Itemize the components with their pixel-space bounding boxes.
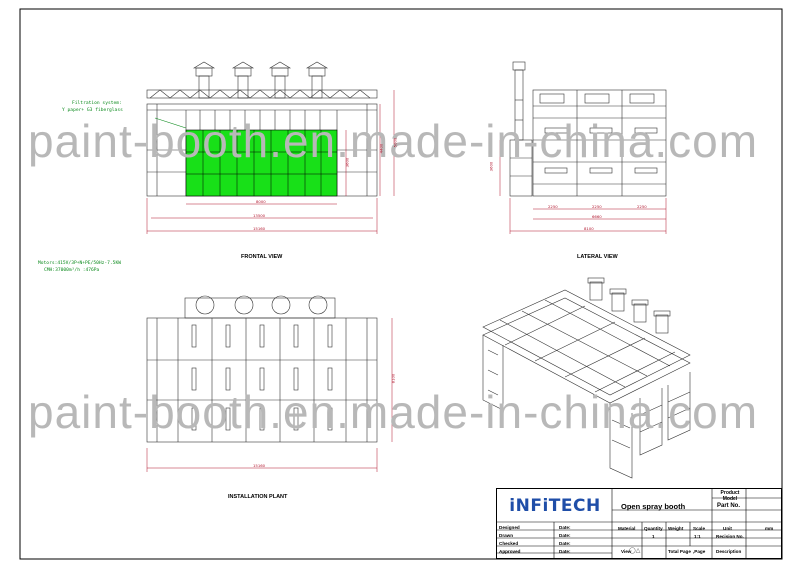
quantity-header: Quantity <box>644 526 663 531</box>
plant-view-drawing <box>146 295 378 443</box>
product-name: Open spray booth <box>621 502 686 511</box>
unit-value: mm <box>765 526 774 531</box>
brand-name: iNFiTECH <box>509 496 601 516</box>
plant-dimensions <box>146 318 393 472</box>
date-drawn: Date: <box>559 533 571 538</box>
frontal-view-label: FRONTAL VIEW <box>241 254 283 260</box>
dim-lat-height: 3600 <box>488 161 494 172</box>
date-designed: Date: <box>559 525 571 530</box>
scale-value: 1:1 <box>694 534 701 539</box>
filter-grid <box>185 129 338 197</box>
titleblock-lines <box>496 488 782 559</box>
dim-front-mid: 13500 <box>253 213 266 218</box>
dim-lat-seg2: 2250 <box>592 204 602 209</box>
dim-lat-seg3: 2250 <box>637 204 647 209</box>
dim-lat-mid: 6660 <box>592 214 602 219</box>
role-drawn: Drawn <box>499 533 514 538</box>
description-label: Description <box>716 549 742 554</box>
dim-front-inner: 8000 <box>256 199 266 204</box>
total-page-label: Total Page <box>668 549 691 554</box>
role-approved: Approved <box>499 549 521 554</box>
title-block: iNFiTECH Open spray booth Product Model … <box>496 488 782 559</box>
filtration-note-line1: Filtration system: <box>72 101 122 106</box>
dim-lat-total: 8100 <box>584 226 594 231</box>
role-designed: Designed <box>499 525 520 530</box>
filtration-note-line2: Y paper+ G3 fiberglass <box>62 108 123 113</box>
lateral-view-drawing <box>509 61 667 197</box>
scale-header: Scale <box>693 526 706 531</box>
page-label: ,Page <box>693 549 706 554</box>
dim-front-total: 15160 <box>253 226 266 231</box>
dim-plant-height: 8100 <box>390 373 396 384</box>
dim-lat-seg1: 2250 <box>548 204 558 209</box>
recision-no-label: Recision No. <box>716 534 744 539</box>
frontal-chimneys <box>192 61 329 99</box>
unit-header: Unit <box>723 526 732 531</box>
lateral-view-label: LATERAL VIEW <box>577 254 618 260</box>
quantity-value: 1 <box>652 534 655 539</box>
dim-front-height-b: 4400 <box>378 143 384 154</box>
dim-plant-width: 15160 <box>253 463 266 468</box>
date-approved: Date: <box>559 549 571 554</box>
frontal-dimensions <box>146 90 395 234</box>
projection-icon: ◯△ <box>629 548 641 554</box>
date-checked: Date: <box>559 541 571 546</box>
dim-front-height-a: 3600 <box>344 157 350 168</box>
weight-header: Weight <box>668 526 684 531</box>
part-no-label: Part No. <box>717 503 741 509</box>
view-label: View <box>621 549 632 554</box>
motors-note-line2: CMH:37000m³/h :476Pa <box>44 268 100 273</box>
isometric-view-drawing <box>482 277 691 479</box>
sheet-border <box>19 8 783 560</box>
motors-note-line1: Motors:415V/3P+N+PE/50Hz-7.5KW <box>38 261 121 266</box>
product-model-label: Product Model <box>720 490 740 502</box>
lateral-dimensions <box>499 140 667 234</box>
dim-front-height-total: 5000 <box>392 137 398 148</box>
material-header: Material <box>618 526 636 531</box>
brand-logo: iNFiTECH <box>497 489 613 523</box>
installation-plant-label: INSTALLATION PLANT <box>228 494 288 500</box>
role-checked: Checked <box>499 541 519 546</box>
